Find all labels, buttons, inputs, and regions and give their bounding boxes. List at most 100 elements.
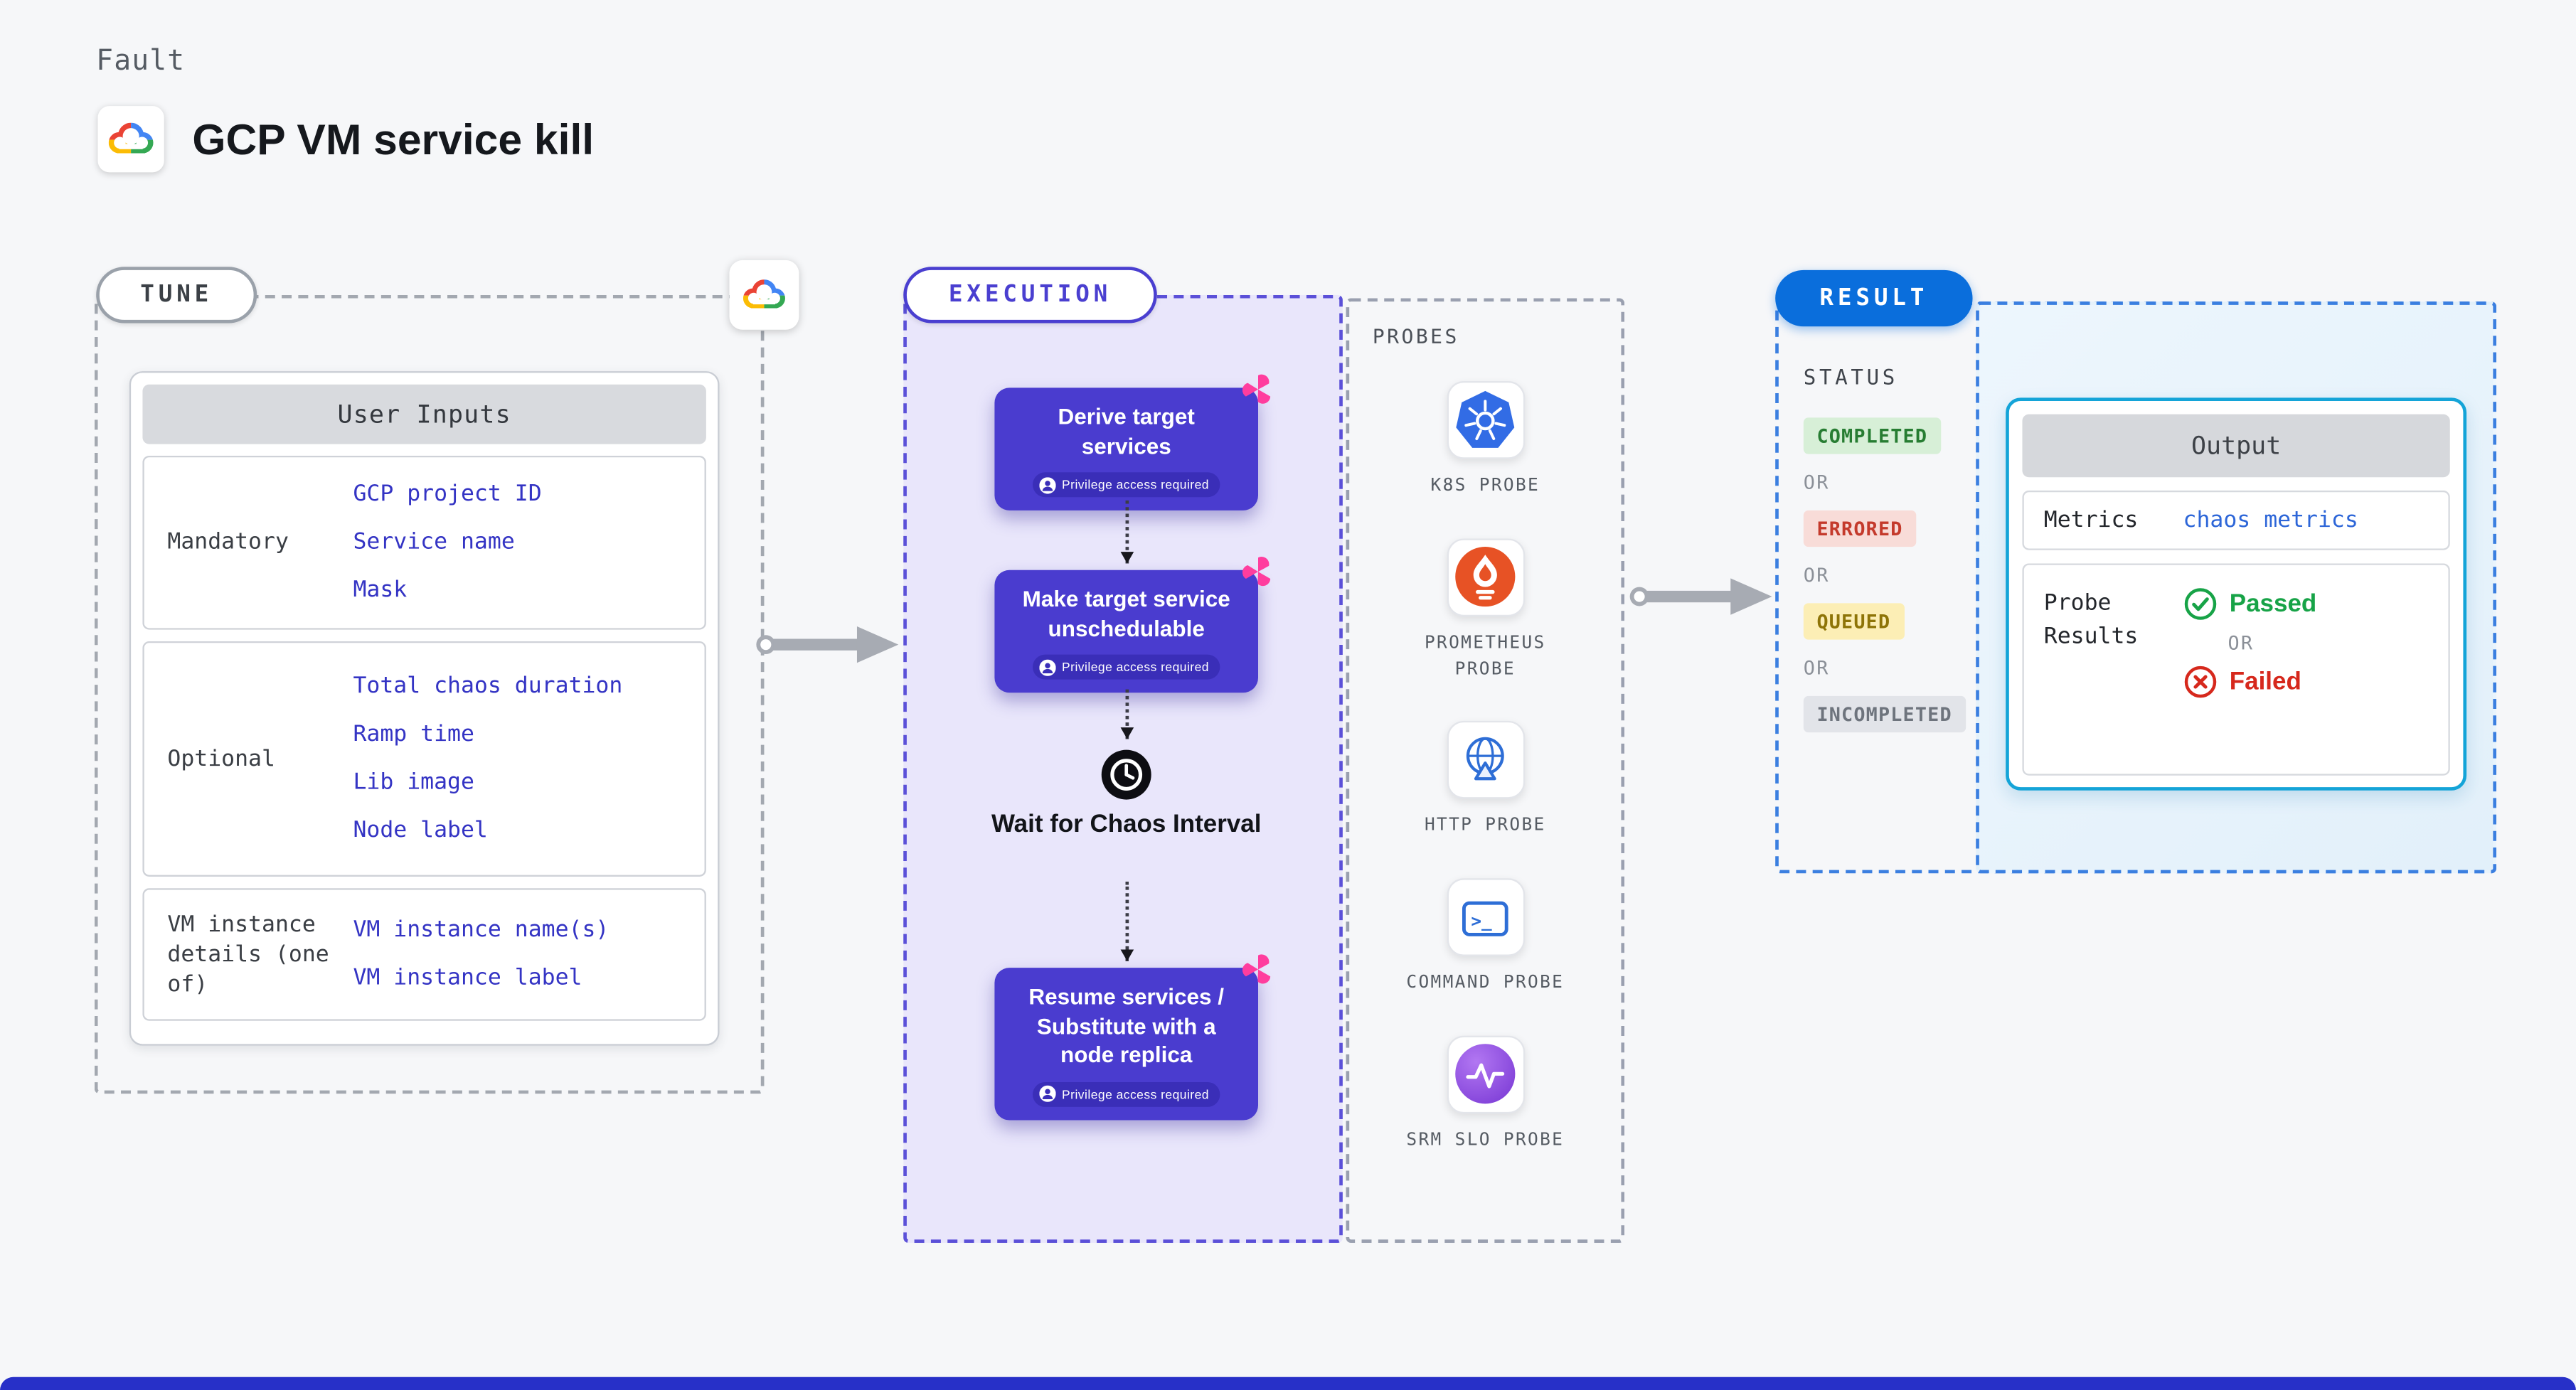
step-title: Make target service unschedulable — [1022, 587, 1230, 641]
or-separator: OR — [1803, 656, 1830, 680]
gcp-logo-card — [97, 106, 164, 173]
row-label: Mandatory — [167, 529, 289, 556]
privilege-badge-label: Privilege access required — [1062, 1086, 1209, 1102]
privilege-person-icon — [1038, 1085, 1055, 1103]
privilege-person-icon — [1038, 476, 1055, 493]
failed-line: Failed — [2183, 665, 2317, 700]
probe-icon-card — [1446, 721, 1525, 799]
mandatory-row: Mandatory GCP project ID Service name Ma… — [142, 455, 706, 630]
row-values: Total chaos duration Ramp time Lib image… — [353, 656, 704, 862]
chaos-icon — [1242, 954, 1271, 984]
probe-item-http: HTTP PROBE — [1349, 721, 1621, 840]
status-badge-completed: COMPLETED — [1803, 417, 1941, 454]
svg-text:>_: >_ — [1471, 909, 1492, 930]
step-make-unschedulable: Make target service unschedulable Privil… — [994, 557, 1271, 693]
command-probe-icon: >_ — [1462, 900, 1508, 936]
gcp-logo-icon — [108, 122, 154, 154]
input-value: VM instance name(s) — [353, 916, 610, 943]
probe-icon-card — [1446, 381, 1525, 459]
input-value: Total chaos duration — [353, 673, 623, 700]
wait-step — [1101, 749, 1152, 800]
privilege-badge-label: Privilege access required — [1062, 477, 1209, 493]
metrics-label: Metrics — [2043, 507, 2139, 534]
probe-results-values: Passed OR Failed — [2183, 565, 2317, 774]
input-value: Mask — [353, 577, 408, 604]
optional-row: Optional Total chaos duration Ramp time … — [142, 641, 706, 877]
x-circle-icon — [2184, 665, 2217, 698]
flow-connector — [1119, 689, 1134, 739]
or-separator: OR — [2228, 631, 2255, 655]
user-inputs-header: User Inputs — [142, 384, 706, 444]
srm-slo-probe-icon — [1455, 1044, 1516, 1104]
gcp-logo-small-card — [729, 260, 799, 330]
chaos-icon — [1242, 557, 1271, 587]
step-derive-target-services: Derive target services Privilege access … — [994, 374, 1271, 511]
step-title: Derive target services — [1058, 404, 1195, 459]
input-value: Lib image — [353, 769, 474, 796]
chaos-icon — [1242, 374, 1271, 404]
probe-item-command: >_ COMMAND PROBE — [1349, 878, 1621, 997]
input-value: Node label — [353, 817, 488, 844]
row-values: GCP project ID Service name Mask — [353, 471, 704, 615]
tune-section — [94, 294, 765, 1094]
status-badge-errored: ERRORED — [1803, 510, 1917, 547]
probe-icon-card — [1446, 1035, 1525, 1113]
bottom-bar — [0, 1376, 2576, 1390]
status-badge-queued: QUEUED — [1803, 603, 1904, 640]
metrics-row: Metrics chaos metrics — [2022, 490, 2450, 550]
k8s-probe-icon — [1456, 390, 1515, 447]
privilege-person-icon — [1038, 658, 1055, 675]
privilege-badge: Privilege access required — [1032, 654, 1221, 680]
status-title: STATUS — [1803, 364, 1899, 390]
failed-label: Failed — [2229, 668, 2301, 696]
probe-item-prometheus: PROMETHEUS PROBE — [1349, 538, 1621, 683]
step-title: Resume services / Substitute with a node… — [1028, 984, 1225, 1068]
user-inputs-card: User Inputs Mandatory GCP project ID Ser… — [129, 371, 720, 1046]
or-separator: OR — [1803, 470, 1830, 494]
status-column: STATUS COMPLETED OR ERRORED OR QUEUED OR… — [1803, 364, 1976, 733]
probe-label: PROMETHEUS PROBE — [1424, 632, 1546, 679]
page-kicker: Fault — [96, 44, 186, 78]
probe-icon-card — [1446, 538, 1525, 616]
input-value: Ramp time — [353, 720, 474, 748]
probe-label: HTTP PROBE — [1424, 816, 1546, 836]
input-value: VM instance label — [353, 964, 582, 991]
tune-label: TUNE — [96, 267, 257, 324]
or-separator: OR — [1803, 563, 1830, 587]
probe-item-srm-slo: SRM SLO PROBE — [1349, 1035, 1621, 1154]
output-card: Output Metrics chaos metrics Probe Resul… — [2006, 397, 2467, 791]
row-values: VM instance name(s) VM instance label — [353, 903, 704, 1006]
passed-line: Passed — [2183, 587, 2316, 621]
probe-label: K8S PROBE — [1430, 475, 1540, 496]
check-circle-icon — [2184, 588, 2217, 620]
execution-label: EXECUTION — [903, 267, 1157, 324]
step-resume-services: Resume services / Substitute with a node… — [994, 954, 1271, 1120]
privilege-badge: Privilege access required — [1032, 472, 1221, 498]
vm-instance-row: VM instance details (one of) VM instance… — [142, 888, 706, 1021]
clock-icon — [1101, 749, 1151, 800]
probe-icon-card: >_ — [1446, 878, 1525, 956]
http-probe-icon — [1466, 737, 1504, 780]
privilege-badge: Privilege access required — [1032, 1081, 1221, 1107]
probe-label: SRM SLO PROBE — [1406, 1129, 1565, 1150]
output-header: Output — [2022, 414, 2450, 478]
page-title: GCP VM service kill — [192, 114, 595, 164]
flow-connector — [1119, 881, 1134, 961]
probe-label: COMMAND PROBE — [1406, 973, 1565, 993]
status-badge-incompleted: INCOMPLETED — [1803, 695, 1966, 733]
metrics-value: chaos metrics — [2183, 507, 2358, 534]
flow-connector — [1119, 500, 1134, 564]
execution-section: Derive target services Privilege access … — [903, 294, 1343, 1244]
probe-results-row: Probe Results Passed OR Faile — [2022, 563, 2450, 776]
prometheus-probe-icon — [1455, 547, 1516, 607]
execution-to-result-arrow-icon — [1629, 578, 1772, 615]
probes-title: PROBES — [1372, 324, 1459, 348]
input-value: Service name — [353, 528, 515, 555]
gcp-logo-icon — [743, 279, 785, 309]
input-value: GCP project ID — [353, 480, 542, 508]
probe-item-k8s: K8S PROBE — [1349, 381, 1621, 500]
privilege-badge-label: Privilege access required — [1062, 659, 1209, 675]
result-label: RESULT — [1775, 269, 1973, 327]
row-label: VM instance details (one of) — [167, 911, 329, 998]
row-label: Optional — [167, 745, 275, 772]
